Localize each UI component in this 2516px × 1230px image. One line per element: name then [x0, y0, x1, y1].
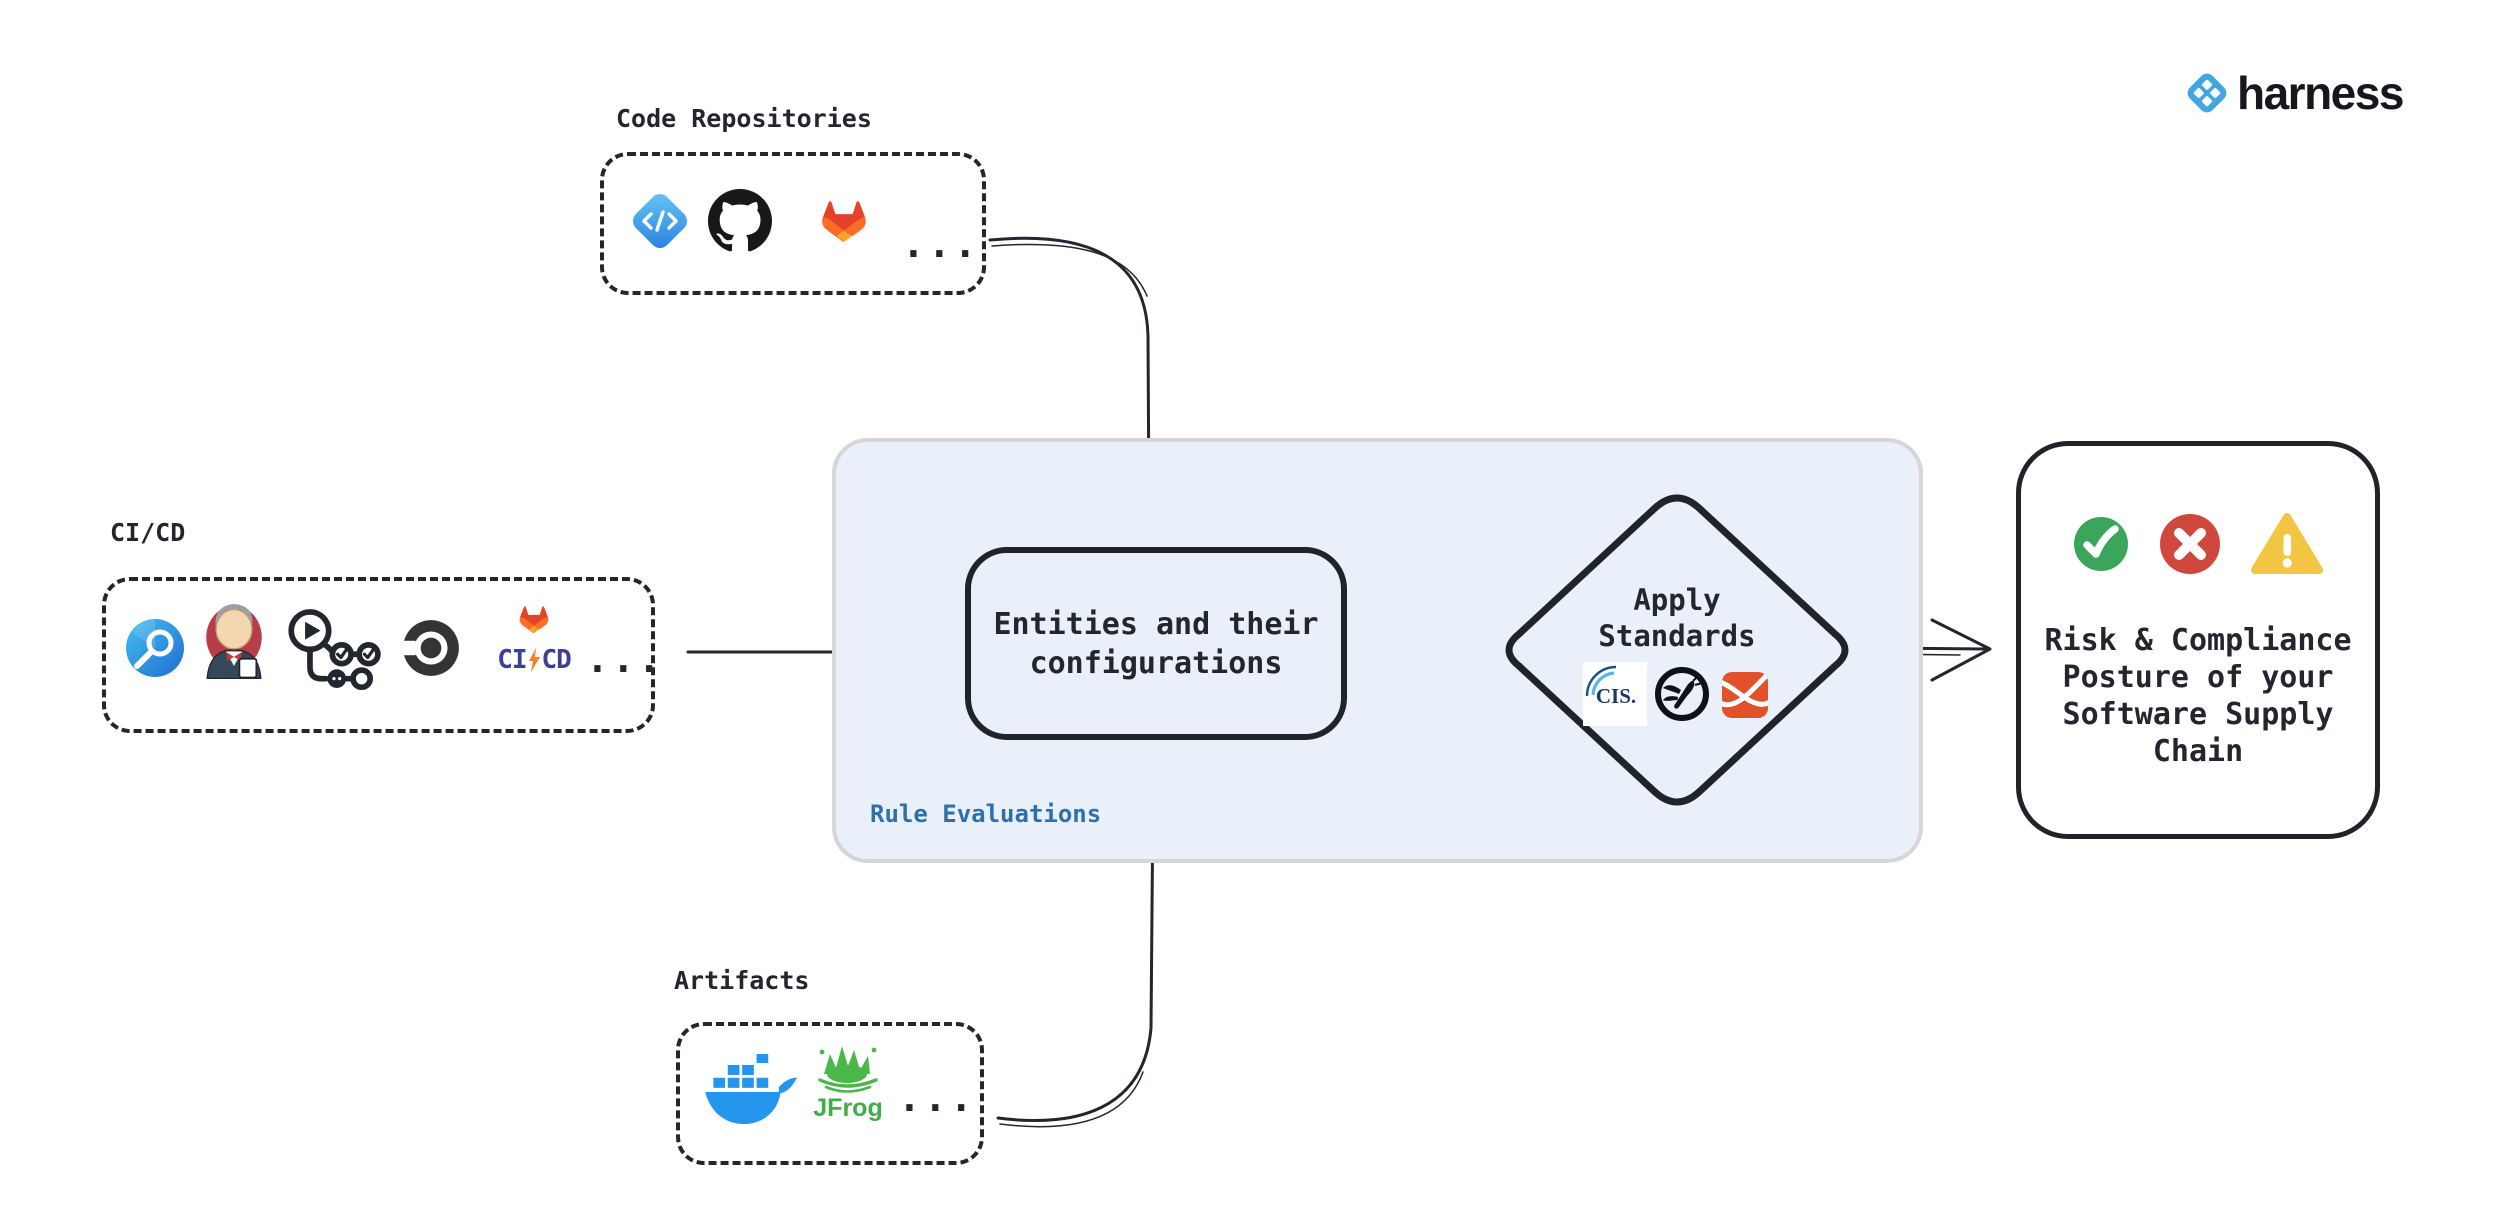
gitlab-cicd-label: CI CD	[497, 645, 572, 675]
rule-evaluations-label: Rule Evaluations	[870, 800, 1102, 828]
apply-standards-label: Apply Standards	[1495, 582, 1859, 654]
brand-logo: harness	[2184, 67, 2404, 119]
circleci-icon	[400, 620, 459, 676]
outcome-line: Software Supply	[2062, 697, 2334, 732]
more-icons-ellipsis: ...	[902, 222, 980, 266]
jenkins-icon	[206, 604, 262, 680]
outcome-line: Chain	[2152, 734, 2244, 769]
jfrog-splash-icon	[818, 1046, 878, 1093]
jfrog-icon: JFrog	[804, 1044, 892, 1122]
artifacts-label: Artifacts	[674, 966, 810, 995]
outcome-line: Risk & Compliance	[2044, 623, 2352, 658]
cicd-label: CI/CD	[110, 518, 186, 547]
fail-x-icon	[2160, 514, 2220, 574]
artifacts-box: JFrog ...	[676, 1022, 984, 1165]
harness-logo-icon	[2187, 73, 2227, 113]
more-icons-ellipsis: ...	[898, 1076, 976, 1120]
arrow-diamond-to-outcome-head	[1930, 618, 1992, 682]
gitlab-cicd-icon: CI CD	[486, 599, 582, 675]
brand-wordmark: harness	[2237, 67, 2404, 119]
owasp-icon	[1655, 667, 1709, 721]
cicd-box: CI CD ...	[102, 577, 661, 733]
docker-icon	[705, 1054, 798, 1124]
more-icons-ellipsis: ...	[586, 637, 664, 681]
lightning-icon	[528, 648, 540, 672]
apply-standards-line-2: Standards	[1598, 619, 1756, 653]
cis-label: CIS.	[1596, 684, 1636, 708]
gitlab-icon	[822, 201, 866, 242]
gitlab-fox-icon	[519, 606, 549, 633]
jfrog-wordmark: JFrog	[813, 1094, 883, 1122]
cis-icon: CIS.	[1583, 662, 1647, 726]
apply-standards-diamond	[1505, 494, 1849, 806]
github-actions-icon	[288, 609, 381, 691]
outcome-text: Risk & Compliance Posture of your Softwa…	[2021, 622, 2375, 770]
harness-code-icon	[633, 194, 687, 248]
warning-triangle-icon	[2251, 513, 2323, 574]
entities-box: Entities and their configurations	[965, 547, 1347, 740]
arrow-artifacts-sketch	[999, 1071, 1144, 1128]
outcome-line: Posture of your	[2062, 660, 2334, 695]
github-icon	[708, 189, 772, 252]
security-standard-icon	[1722, 672, 1768, 718]
arrow-code-repos-sketch	[991, 243, 1148, 297]
apply-standards-line-1: Apply	[1633, 583, 1721, 617]
outcome-box: Risk & Compliance Posture of your Softwa…	[2016, 441, 2380, 839]
harness-ci-icon	[126, 619, 184, 677]
status-icon-row	[2021, 512, 2375, 576]
arrow-artifacts-to-entities	[996, 792, 1155, 1122]
entities-line-2: configurations	[1029, 645, 1283, 681]
entities-line-1: Entities and their	[993, 606, 1319, 642]
code-repositories-label: Code Repositories	[616, 104, 872, 133]
pass-check-icon	[2074, 517, 2128, 571]
code-repositories-box: ...	[600, 152, 986, 295]
